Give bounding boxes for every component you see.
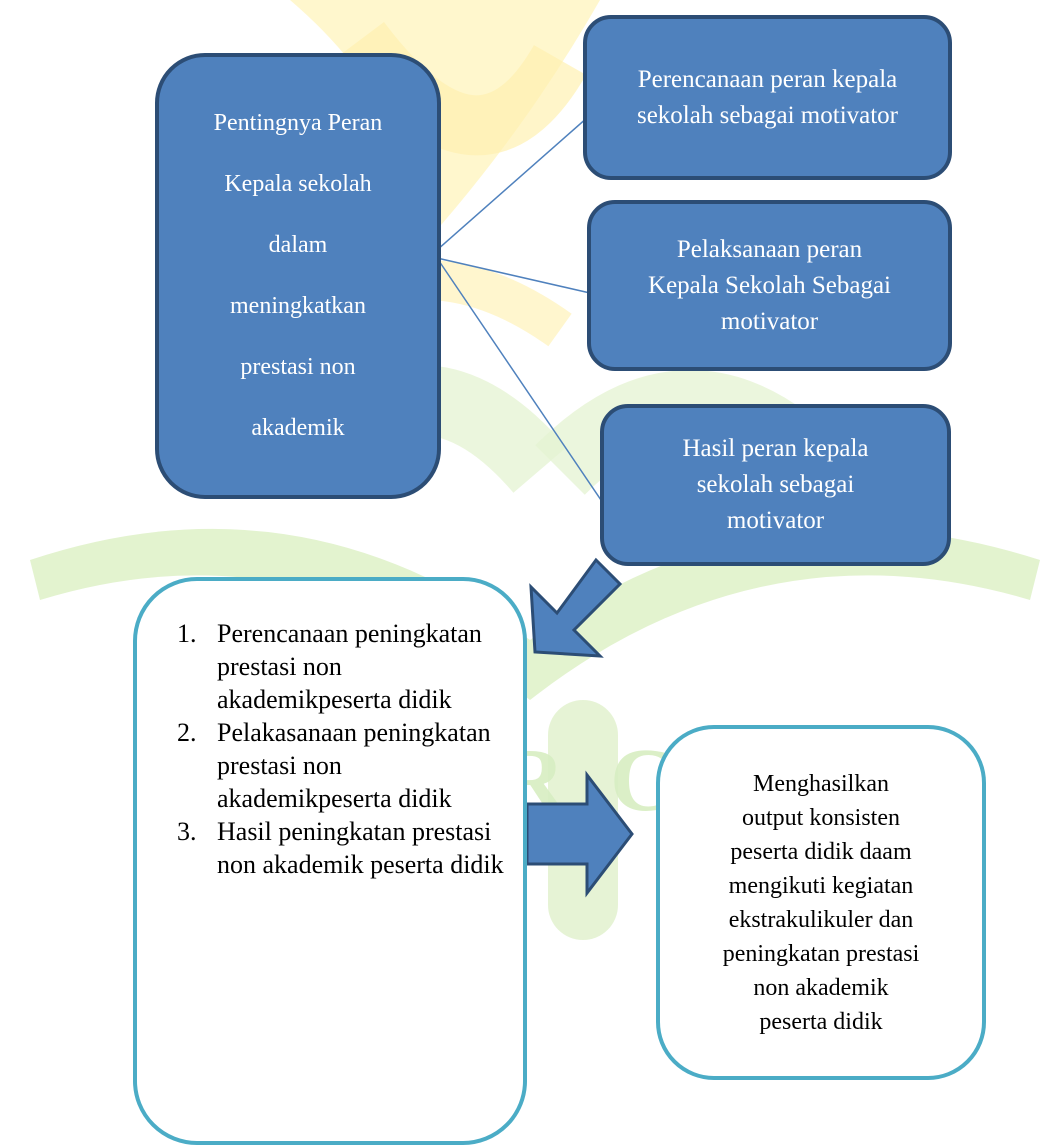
outcome-box: Menghasilkan output konsisten peserta di… xyxy=(656,725,986,1080)
step-text: Hasil peningkatan prestasi non akademik … xyxy=(217,817,504,879)
main-concept-box: Pentingnya Peran Kepala sekolah dalam me… xyxy=(155,53,441,499)
step-item: Perencanaan peningkatan prestasi non aka… xyxy=(203,617,523,716)
role-text-result: Hasil peran kepala sekolah sebagai motiv… xyxy=(682,435,869,534)
step-text: Perencanaan peningkatan prestasi non aka… xyxy=(217,619,482,714)
connector-line-1 xyxy=(436,116,589,251)
main-concept-text: Pentingnya Peran Kepala sekolah dalam me… xyxy=(213,110,383,441)
connector-line-2 xyxy=(436,257,591,294)
connector-line-3 xyxy=(436,257,604,504)
role-text-implementation: Pelaksanaan peran Kepala Sekolah Sebagai… xyxy=(648,235,891,335)
steps-box: Perencanaan peningkatan prestasi non aka… xyxy=(133,577,527,1145)
steps-list: Perencanaan peningkatan prestasi non aka… xyxy=(137,617,523,881)
step-text: Pelakasanaan peningkatan prestasi non ak… xyxy=(217,718,491,813)
step-item: Hasil peningkatan prestasi non akademik … xyxy=(203,815,523,881)
right-arrow xyxy=(525,770,634,898)
role-text-planning: Perencanaan peran kepala sekolah sebagai… xyxy=(636,65,899,129)
role-box-implementation: Pelaksanaan peran Kepala Sekolah Sebagai… xyxy=(587,200,952,371)
role-box-planning: Perencanaan peran kepala sekolah sebagai… xyxy=(583,15,952,180)
outcome-text: Menghasilkan output konsisten peserta di… xyxy=(722,770,920,1035)
role-box-result: Hasil peran kepala sekolah sebagai motiv… xyxy=(600,404,951,566)
connector-lines xyxy=(436,116,604,504)
step-item: Pelakasanaan peningkatan prestasi non ak… xyxy=(203,716,523,815)
down-left-arrow xyxy=(529,557,623,658)
